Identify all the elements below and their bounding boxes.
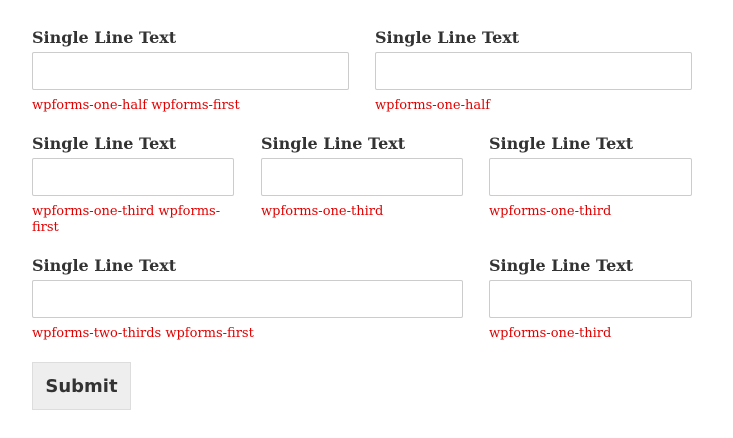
field-label: Single Line Text — [489, 256, 634, 275]
class-note: wpforms-one-half — [375, 98, 491, 113]
field-label: Single Line Text — [32, 134, 177, 153]
class-note: wpforms-one-third — [261, 204, 384, 219]
class-note: wpforms-one-third wpforms-first — [32, 204, 221, 235]
text-input[interactable] — [261, 158, 463, 196]
submit-button[interactable]: Submit — [32, 362, 131, 410]
text-input[interactable] — [489, 158, 692, 196]
text-input[interactable] — [489, 280, 692, 318]
field-label: Single Line Text — [32, 256, 177, 275]
class-note: wpforms-two-thirds wpforms-first — [32, 326, 254, 341]
field-label: Single Line Text — [375, 28, 520, 47]
class-note: wpforms-one-third — [489, 326, 612, 341]
class-note: wpforms-one-third — [489, 204, 612, 219]
text-input[interactable] — [32, 158, 234, 196]
field-label: Single Line Text — [261, 134, 406, 153]
text-input[interactable] — [32, 52, 349, 90]
field-label: Single Line Text — [489, 134, 634, 153]
text-input[interactable] — [32, 280, 463, 318]
text-input[interactable] — [375, 52, 692, 90]
class-note: wpforms-one-half wpforms-first — [32, 98, 240, 113]
field-label: Single Line Text — [32, 28, 177, 47]
